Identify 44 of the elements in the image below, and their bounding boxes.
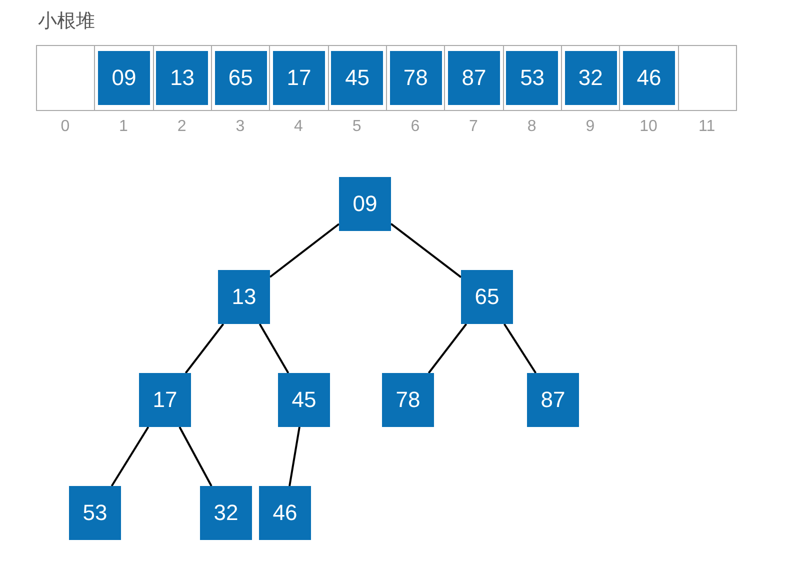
array-value-box: 78 xyxy=(390,51,442,105)
index-number: 11 xyxy=(698,118,716,136)
index-number: 6 xyxy=(410,118,421,136)
index-number: 1 xyxy=(118,118,129,136)
tree-node-box: 53 xyxy=(69,486,121,540)
index-number: 8 xyxy=(526,118,538,136)
title: 小根堆 xyxy=(38,10,95,34)
index-number: 3 xyxy=(234,118,246,136)
tree-edge-line xyxy=(184,323,224,374)
array-value-box: 65 xyxy=(214,51,267,105)
index-number: 7 xyxy=(468,118,479,136)
tree-node-box: 78 xyxy=(382,373,434,427)
tree-node-box: 45 xyxy=(278,373,330,427)
tree-node-box: 46 xyxy=(259,486,311,540)
tree-node-box: 65 xyxy=(461,270,513,324)
array-value-box: 46 xyxy=(622,51,675,105)
index-number: 0 xyxy=(60,118,71,136)
index-number: 2 xyxy=(176,118,188,136)
empty-array-cell xyxy=(678,45,737,111)
index-number: 4 xyxy=(293,118,304,136)
empty-array-cell xyxy=(36,45,96,111)
array-value-box: 87 xyxy=(448,51,500,105)
tree-node-box: 87 xyxy=(527,373,579,427)
array-value-box: 17 xyxy=(272,51,325,105)
index-number: 10 xyxy=(638,118,658,136)
array-value-box: 09 xyxy=(98,51,150,105)
tree-node-box: 17 xyxy=(139,373,191,427)
tree-edge-line xyxy=(428,323,468,374)
tree-edge-line xyxy=(178,426,212,486)
tree-edge-line xyxy=(110,426,150,487)
index-number: 9 xyxy=(584,118,596,136)
tree-node-box: 13 xyxy=(218,270,270,324)
tree-node-box: 09 xyxy=(339,177,391,231)
tree-edge-line xyxy=(258,324,290,374)
array-value-box: 32 xyxy=(564,51,617,105)
tree-edge-line xyxy=(390,223,462,278)
array-value-box: 13 xyxy=(156,51,208,105)
array-value-box: 53 xyxy=(506,51,558,105)
tree-edge-line xyxy=(269,223,340,278)
tree-edge-line xyxy=(288,426,300,486)
array-value-box: 45 xyxy=(331,51,384,105)
tree-node-box: 32 xyxy=(200,486,252,540)
tree-edge-line xyxy=(503,323,537,374)
index-number: 5 xyxy=(351,118,362,136)
